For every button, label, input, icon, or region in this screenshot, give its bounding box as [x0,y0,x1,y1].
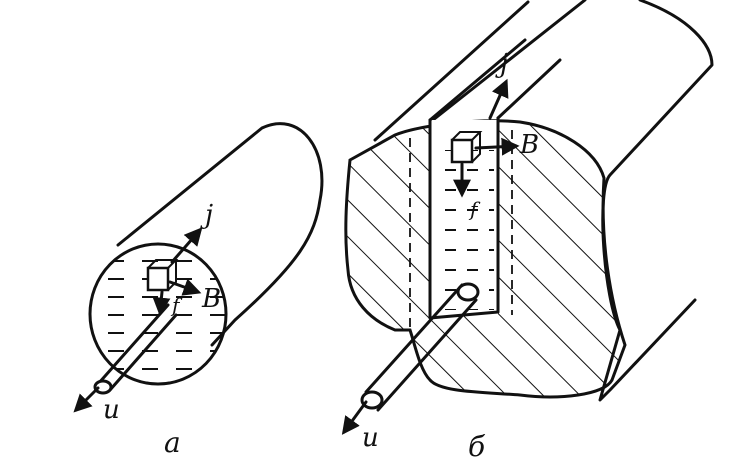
flow-tube-a [96,303,170,386]
caption-a: а [164,426,181,459]
label-u-a: u [103,395,120,425]
current-arrow-b [488,78,509,120]
label-j-a: j [200,200,213,230]
figure-b: j B f u б [341,0,714,463]
tube-b-end [360,390,384,410]
current-arrow-a [170,227,203,264]
cylinder-a-body [116,122,324,347]
figure-a: j B f u а [73,122,324,459]
label-B-b: B [519,130,539,160]
caption-b: б [468,430,486,463]
field-arrow-a [168,278,202,296]
cylinder-a-face [88,242,228,386]
field-arrow-b [474,137,520,156]
fluid-element-a [146,259,179,292]
velocity-arrow-b [341,400,368,435]
flow-tube-b [364,283,464,394]
label-u-b: u [362,423,379,453]
fluid-element-b [450,131,483,164]
tube-a-end [93,379,113,395]
label-B-a: B [201,284,221,314]
velocity-arrow-a [73,386,100,413]
force-arrow-a [152,290,171,316]
